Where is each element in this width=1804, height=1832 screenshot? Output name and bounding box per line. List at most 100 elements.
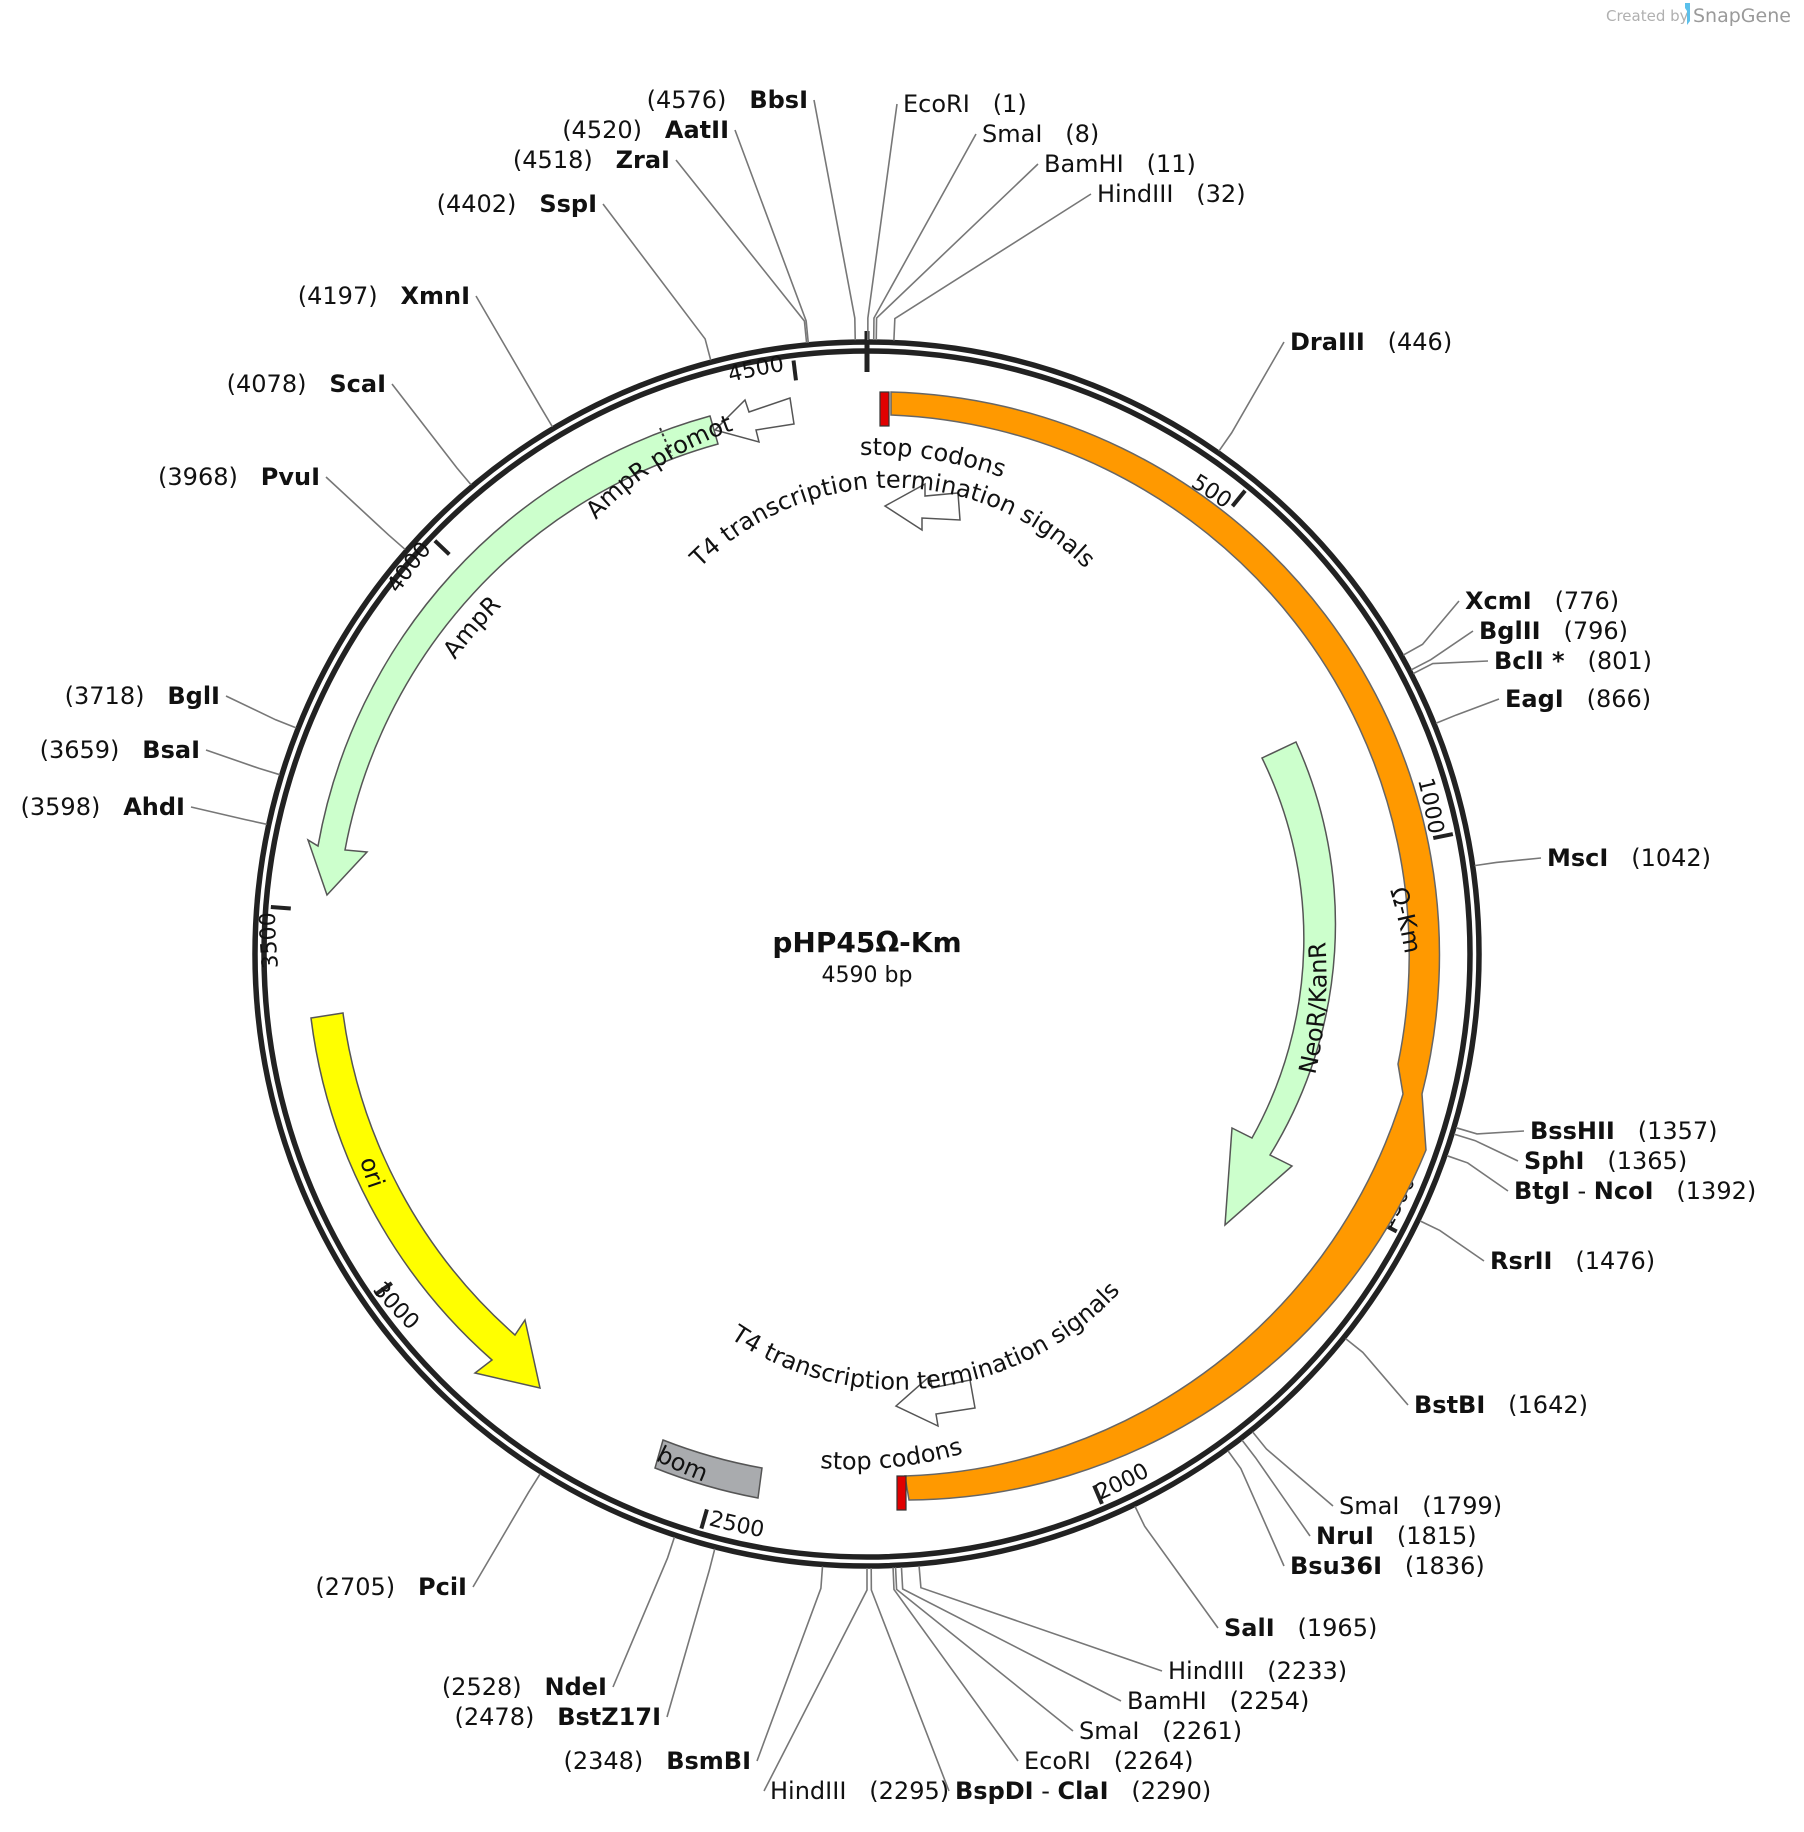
feature-label-stop-codons-2: stop codons — [820, 1432, 966, 1475]
site-label-bsmbi[interactable]: (2348) BsmBI — [563, 1747, 751, 1775]
site-leader-pcii — [472, 1473, 541, 1588]
site-label-rsrii[interactable]: RsrII (1476) — [1490, 1247, 1655, 1275]
site-label-aatii[interactable]: (4520) AatII — [562, 116, 729, 144]
feature-stop-codons-2[interactable] — [896, 1475, 907, 1511]
site-leader-bsshii — [1455, 1126, 1525, 1135]
site-label-sspi[interactable]: (4402) SspI — [437, 190, 597, 218]
site-leader-hindiii — [763, 1568, 868, 1792]
tick-mark-1000 — [1432, 832, 1454, 841]
feature-labels: Ω-Km NeoR/KanR AmpR AmpR promoter ori bo… — [0, 0, 1427, 1487]
site-leader-ecori — [867, 103, 898, 341]
backbone-ring — [252, 331, 1482, 1569]
site-leader-hindiii — [918, 1565, 1163, 1672]
site-label-ecori[interactable]: EcoRI (1) — [903, 90, 1027, 118]
site-leader-bbsi — [813, 99, 857, 341]
site-label-hindiii[interactable]: HindIII (2295) — [770, 1777, 949, 1805]
tick-marks — [270, 360, 1454, 1530]
site-label-bamhi[interactable]: BamHI (2254) — [1127, 1687, 1309, 1715]
feature-ampr[interactable] — [306, 415, 719, 897]
site-leader-nrui — [1241, 1439, 1311, 1537]
site-leader-bcli — [1412, 660, 1489, 675]
tick-mark-3000 — [374, 1281, 393, 1297]
site-label-btgi[interactable]: BtgI - NcoI (1392) — [1514, 1177, 1756, 1205]
feature-stop-codons-1[interactable] — [879, 391, 890, 427]
tick-mark-4000 — [433, 539, 451, 556]
site-leader-bsmbi — [756, 1566, 824, 1762]
site-leader-bamhi — [900, 1566, 1122, 1702]
feature-bom[interactable] — [654, 1438, 763, 1499]
site-leader-btgi — [1446, 1154, 1509, 1192]
site-label-smai[interactable]: SmaI (1799) — [1339, 1492, 1502, 1520]
site-leader-hindiii — [893, 193, 1092, 341]
site-label-bgli[interactable]: (3718) BglI — [65, 682, 220, 710]
feature-label-t4-bottom: T4 transcription termination signals — [726, 1276, 1125, 1396]
site-label-sphi[interactable]: SphI (1365) — [1524, 1147, 1687, 1175]
site-leader-zrai — [675, 159, 808, 344]
site-leader-eagi — [1435, 698, 1500, 724]
feature-label-ampr-promoter: AmpR promoter — [0, 0, 736, 524]
site-leader-rsrii — [1419, 1220, 1485, 1262]
site-label-pcii[interactable]: (2705) PciI — [315, 1573, 467, 1601]
site-label-bbsi[interactable]: (4576) BbsI — [647, 86, 808, 114]
site-label-zrai[interactable]: (4518) ZraI — [513, 146, 670, 174]
site-label-xcmi[interactable]: XcmI (776) — [1465, 587, 1619, 615]
tick-label-3500: 3500 — [256, 912, 284, 970]
site-label-eagi[interactable]: EagI (866) — [1505, 685, 1651, 713]
site-leader-ahdi — [190, 806, 268, 826]
site-leader-scai — [391, 383, 472, 486]
tick-mark-3500 — [270, 904, 291, 911]
site-label-hindiii[interactable]: HindIII (32) — [1097, 180, 1246, 208]
site-label-xmni[interactable]: (4197) XmnI — [298, 282, 470, 310]
site-label-bsshii[interactable]: BssHII (1357) — [1530, 1117, 1718, 1145]
site-leader-bsai — [205, 749, 281, 776]
site-label-pvui[interactable]: (3968) PvuI — [158, 463, 320, 491]
site-label-bspdi[interactable]: BspDI - ClaI (2290) — [955, 1777, 1211, 1805]
feature-ampr-promoter-arrow[interactable] — [713, 397, 795, 444]
site-label-scai[interactable]: (4078) ScaI — [227, 370, 386, 398]
credit-prefix: Created by — [1606, 7, 1689, 25]
snapgene-credit[interactable]: Created by SnapGene — [1606, 3, 1791, 27]
tick-mark-4500 — [791, 360, 798, 381]
site-leader-bglii — [1410, 630, 1474, 671]
site-label-smai[interactable]: SmaI (2261) — [1079, 1717, 1242, 1745]
site-label-msci[interactable]: MscI (1042) — [1547, 844, 1711, 872]
site-leader-bgli — [225, 695, 297, 729]
feature-label-t4-top: T4 transcription termination signals — [684, 466, 1101, 574]
site-label-draiii[interactable]: DraIII (446) — [1290, 328, 1452, 356]
site-label-bstz17i[interactable]: (2478) BstZ17I — [455, 1703, 661, 1731]
site-leader-sspi — [602, 203, 712, 361]
site-label-hindiii[interactable]: HindIII (2233) — [1168, 1657, 1347, 1685]
site-label-sali[interactable]: SalI (1965) — [1224, 1614, 1377, 1642]
site-label-bglii[interactable]: BglII (796) — [1479, 617, 1628, 645]
site-leader-smai — [894, 1567, 1074, 1732]
feature-ori[interactable] — [310, 1012, 541, 1389]
site-leader-smai — [872, 133, 977, 341]
site-label-bstbi[interactable]: BstBI (1642) — [1414, 1391, 1588, 1419]
site-leader-aatii — [734, 129, 810, 343]
site-leader-bstz17i — [666, 1548, 716, 1718]
plasmid-name: pHP45Ω-Km — [772, 926, 961, 959]
site-leader-xcmi — [1402, 600, 1460, 656]
feature-neor-kanr[interactable] — [1224, 740, 1337, 1227]
site-label-bsu36i[interactable]: Bsu36I (1836) — [1290, 1552, 1485, 1580]
site-label-bamhi[interactable]: BamHI (11) — [1044, 150, 1196, 178]
site-label-bcli[interactable]: BclI * (801) — [1494, 647, 1652, 675]
site-leaders — [190, 99, 1542, 1792]
site-label-ecori[interactable]: EcoRI (2264) — [1024, 1747, 1194, 1775]
plasmid-size: 4590 bp — [822, 963, 913, 988]
site-label-smai[interactable]: SmaI (8) — [982, 120, 1099, 148]
site-labels: EcoRI (1)SmaI (8)BamHI (11)HindIII (32) D… — [21, 86, 1757, 1805]
site-leader-draiii — [1218, 341, 1285, 452]
tick-mark-2500 — [699, 1508, 709, 1530]
site-label-bsai[interactable]: (3659) BsaI — [40, 736, 200, 764]
site-label-ndei[interactable]: (2528) NdeI — [442, 1673, 607, 1701]
tick-mark-2000 — [1092, 1484, 1104, 1505]
feature-omega-km[interactable] — [890, 391, 1441, 1501]
feature-t4-termination-bottom[interactable] — [894, 1374, 976, 1428]
site-label-nrui[interactable]: NruI (1815) — [1316, 1522, 1477, 1550]
feature-t4-termination-top[interactable] — [883, 482, 961, 532]
site-leader-smai — [1251, 1431, 1334, 1507]
site-label-ahdi[interactable]: (3598) AhdI — [21, 793, 185, 821]
credit-brand: SnapGene — [1693, 5, 1791, 27]
